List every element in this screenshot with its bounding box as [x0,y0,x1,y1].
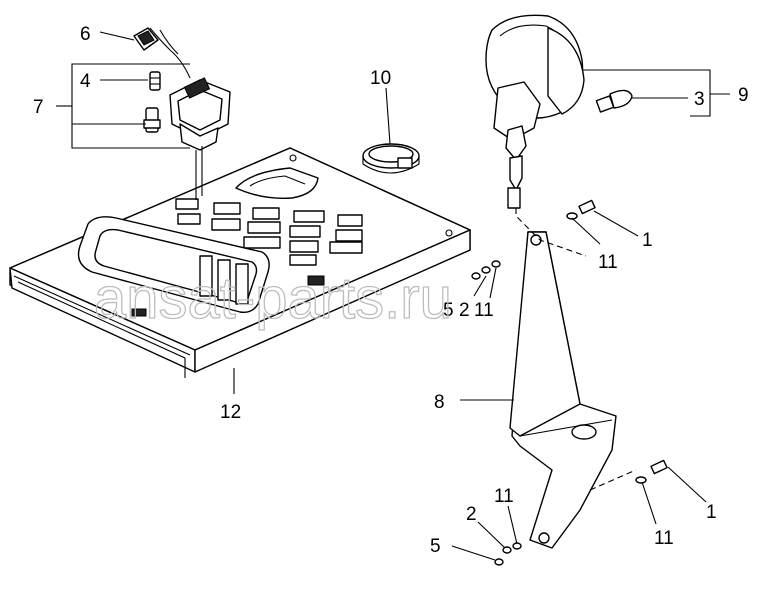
callout-2-left: 2 [459,300,470,321]
hardware [471,199,668,566]
assembly-line-lamp [515,208,587,257]
callout-12: 12 [220,402,241,423]
rocker-switch-part-7 [169,77,231,200]
watermark: ansat-parts.ru [94,266,452,331]
callout-1-top: 1 [642,230,653,251]
callout-11-left: 11 [474,300,494,321]
callout-6: 9 [738,85,749,106]
switch-cap-part-8 [133,27,191,79]
callout-11-bottom: 11 [654,528,674,549]
bracket-part-9 [509,231,617,549]
callout-2-bottom: 2 [466,504,477,525]
bulb-part-4 [595,89,633,113]
callout-5-left: 5 [443,300,454,321]
lamp-assembly-part-6 [485,14,585,209]
connector-part-3 [143,71,161,133]
callout-3: 4 [80,71,91,92]
callout-11-bracket: 11 [494,486,514,507]
callout-7: 7 [33,97,44,118]
switch-cutouts [175,198,363,266]
bezel-frame [77,216,325,314]
callout-1-bottom: 1 [706,502,717,523]
assembly-line-bracket [589,469,637,491]
callout-11-top: 11 [598,252,618,273]
clamp-ring-part-10 [362,143,420,174]
leaders [56,31,730,561]
callout-4: 3 [694,89,705,110]
callout-10: 10 [370,68,391,89]
callout-9: 8 [434,392,445,413]
callout-8: 6 [80,24,91,45]
callout-5-bottom: 5 [430,536,441,557]
